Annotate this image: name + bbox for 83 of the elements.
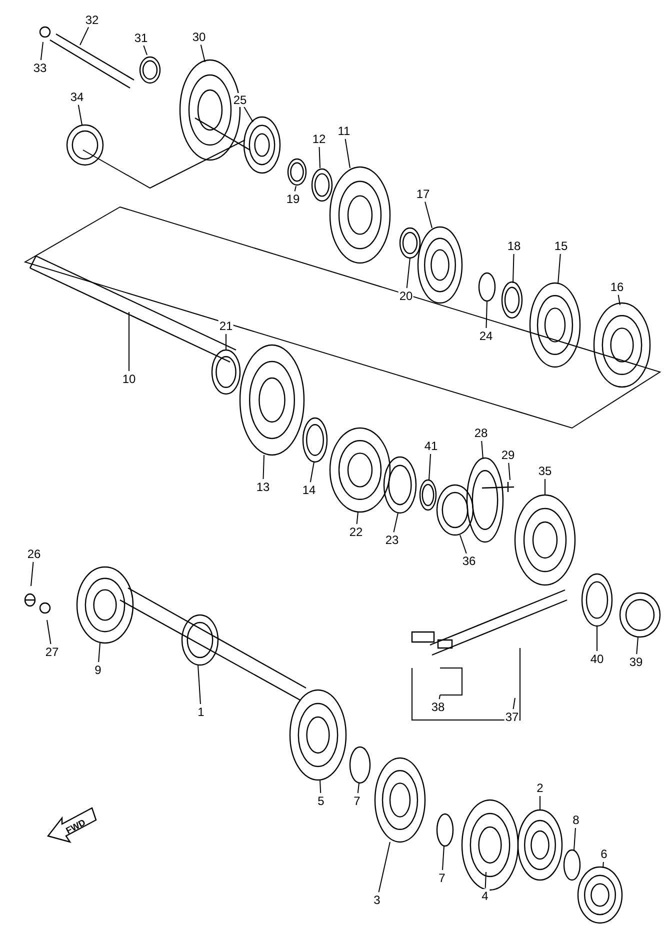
callout-number: 7 xyxy=(352,794,362,808)
direction-label: FWD xyxy=(64,817,88,836)
leader-line xyxy=(80,26,90,46)
callout-number: 4 xyxy=(480,889,490,903)
leader-line xyxy=(442,846,444,871)
callout-number: 40 xyxy=(589,652,605,666)
callout-number: 10 xyxy=(121,372,137,386)
callout-number: 15 xyxy=(553,239,569,253)
callout-number: 6 xyxy=(600,847,608,861)
callout-number: 8 xyxy=(572,813,580,827)
callout-number: 18 xyxy=(506,239,522,253)
leader-line xyxy=(602,861,604,868)
leader-line xyxy=(128,312,130,372)
callout-number: 13 xyxy=(255,480,271,494)
leader-line xyxy=(310,462,314,483)
callout-number: 39 xyxy=(628,655,644,669)
leader-line xyxy=(636,636,638,655)
leader-line xyxy=(574,827,576,850)
leader-line xyxy=(544,478,546,496)
callout-number: 29 xyxy=(500,448,516,462)
callout-number: 33 xyxy=(32,61,48,75)
leader-line xyxy=(508,462,510,480)
callout-number: 19 xyxy=(285,192,301,206)
callout-number: 27 xyxy=(44,645,60,659)
callout-number: 24 xyxy=(478,329,494,343)
callout-number: 22 xyxy=(348,525,364,539)
callout-number: 25 xyxy=(232,93,248,107)
callout-number: 17 xyxy=(415,187,431,201)
leader-line xyxy=(558,253,561,284)
leader-line xyxy=(512,254,514,284)
callout-number: 16 xyxy=(609,280,625,294)
callout-number: 14 xyxy=(301,483,317,497)
leader-line xyxy=(618,294,620,306)
leader-line xyxy=(438,694,440,700)
callout-number: 20 xyxy=(398,289,414,303)
leader-line xyxy=(393,512,398,533)
callout-number: 37 xyxy=(504,710,520,724)
leader-line xyxy=(460,534,467,554)
callout-number: 36 xyxy=(461,554,477,568)
leader-line xyxy=(481,440,484,460)
callout-number: 21 xyxy=(218,319,234,333)
callout-number: 30 xyxy=(191,30,207,44)
callout-number: 9 xyxy=(94,663,102,677)
callout-number: 35 xyxy=(537,464,553,478)
leader-line xyxy=(428,453,432,480)
callout-number: 11 xyxy=(336,124,352,138)
callout-number: 12 xyxy=(311,132,327,146)
callout-number: 3 xyxy=(372,893,382,907)
callout-number: 38 xyxy=(430,700,446,714)
leader-line xyxy=(262,454,264,480)
leader-line xyxy=(596,626,598,652)
leader-line xyxy=(46,620,52,645)
leader-line xyxy=(318,146,320,168)
leader-line xyxy=(378,842,390,893)
leader-line xyxy=(512,698,516,710)
leader-line xyxy=(320,780,322,794)
leader-line xyxy=(98,642,100,663)
leader-line xyxy=(30,561,34,586)
callout-number: 41 xyxy=(423,439,439,453)
leader-line xyxy=(198,664,201,705)
leader-line xyxy=(294,186,296,192)
leader-line xyxy=(424,201,432,228)
leader-line xyxy=(406,258,410,289)
leader-line xyxy=(143,45,148,56)
callout-number: 23 xyxy=(384,533,400,547)
callout-number: 5 xyxy=(316,794,326,808)
leader-line xyxy=(40,42,44,61)
callout-number: 34 xyxy=(69,90,85,104)
callout-number: 26 xyxy=(26,547,42,561)
leader-line xyxy=(357,782,360,794)
leader-line xyxy=(486,300,488,328)
callout-number: 28 xyxy=(473,426,489,440)
leader-line xyxy=(244,106,254,122)
leader-line xyxy=(78,104,82,126)
callout-number: 32 xyxy=(84,13,100,27)
leader-line xyxy=(344,138,350,168)
leader-line xyxy=(484,872,486,888)
callout-number: 2 xyxy=(536,781,544,795)
callout-number: 31 xyxy=(133,31,149,45)
callout-number: 1 xyxy=(196,705,206,719)
leader-line xyxy=(356,512,358,525)
leader-line xyxy=(200,44,206,62)
callout-number: 7 xyxy=(438,871,446,885)
